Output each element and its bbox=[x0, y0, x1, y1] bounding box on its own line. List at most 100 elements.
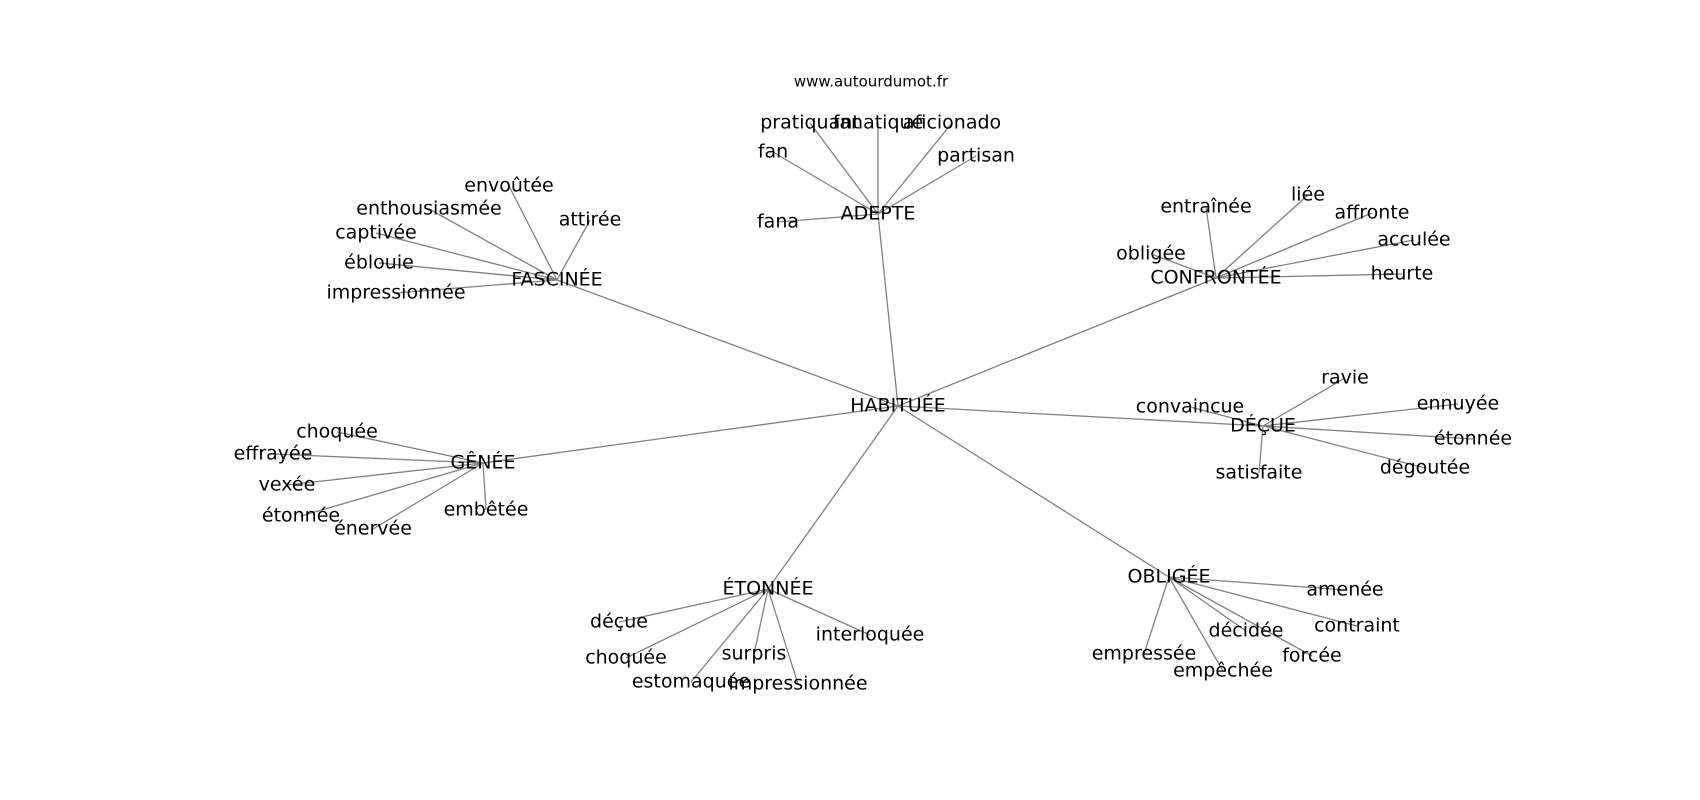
edge-group-to-word bbox=[1168, 576, 1313, 657]
edge-group-to-word bbox=[1168, 576, 1346, 591]
edge-group-to-word bbox=[1168, 576, 1358, 627]
related-word-node[interactable]: impressionnée bbox=[728, 673, 867, 695]
edge-center-to-group bbox=[556, 279, 899, 407]
edge-center-to-group bbox=[482, 405, 899, 464]
edge-group-to-word bbox=[1189, 406, 1264, 427]
edge-group-to-word bbox=[1215, 273, 1403, 279]
edge-group-to-word bbox=[375, 232, 558, 281]
edge-group-to-word bbox=[753, 588, 769, 655]
edge-center-to-group bbox=[767, 405, 899, 590]
edge-group-to-word bbox=[272, 453, 484, 464]
edge-group-to-word bbox=[877, 122, 953, 215]
edge-group-to-word bbox=[1205, 206, 1217, 279]
group-word-node[interactable]: ÉTONNÉE bbox=[722, 577, 813, 600]
edge-group-to-word bbox=[625, 588, 769, 659]
related-word-node[interactable]: obligée bbox=[1116, 243, 1186, 265]
source-url: www.autourdumot.fr bbox=[794, 73, 949, 91]
edge-group-to-word bbox=[1262, 425, 1474, 440]
related-word-node[interactable]: estomaquée bbox=[632, 671, 750, 693]
related-word-node[interactable]: ravie bbox=[1321, 367, 1369, 389]
related-word-node[interactable]: entraînée bbox=[1160, 196, 1251, 218]
related-word-node[interactable]: étonnée bbox=[1434, 428, 1512, 450]
edge-group-to-word bbox=[772, 151, 879, 215]
group-word-node[interactable]: FASCINÉE bbox=[511, 268, 602, 291]
group-word-node[interactable]: DÉÇUE bbox=[1230, 414, 1296, 437]
edge-center-to-group bbox=[877, 213, 899, 407]
group-word-node[interactable]: ADEPTE bbox=[841, 203, 916, 225]
related-word-node[interactable]: interloquée bbox=[816, 624, 925, 646]
edge-group-to-word bbox=[1143, 576, 1170, 655]
graph-edges bbox=[272, 122, 1474, 685]
related-word-node[interactable]: empêchée bbox=[1173, 660, 1273, 682]
related-word-node[interactable]: amenée bbox=[1306, 579, 1383, 601]
edge-group-to-word bbox=[1168, 576, 1247, 632]
edge-group-to-word bbox=[378, 262, 558, 281]
related-word-node[interactable]: énervée bbox=[334, 518, 412, 540]
related-word-node[interactable]: forcée bbox=[1282, 645, 1342, 667]
group-word-node[interactable]: GÊNÉE bbox=[451, 451, 516, 474]
edge-group-to-word bbox=[395, 279, 558, 294]
related-word-node[interactable]: attirée bbox=[559, 209, 622, 231]
related-word-node[interactable]: liée bbox=[1291, 184, 1325, 206]
edge-group-to-word bbox=[767, 588, 799, 685]
edge-group-to-word bbox=[1262, 403, 1459, 427]
related-word-node[interactable]: choquée bbox=[585, 647, 667, 669]
related-word-node[interactable]: effrayée bbox=[234, 443, 313, 465]
edge-center-to-group bbox=[897, 277, 1217, 407]
related-word-node[interactable]: ennuyée bbox=[1417, 393, 1499, 415]
related-word-node[interactable]: convaincue bbox=[1136, 396, 1245, 418]
related-word-node[interactable]: fanatique bbox=[833, 112, 924, 134]
edge-group-to-word bbox=[1168, 576, 1224, 672]
edge-group-to-word bbox=[556, 219, 591, 281]
edge-group-to-word bbox=[1262, 377, 1346, 427]
related-word-node[interactable]: déçue bbox=[590, 611, 648, 633]
edge-group-to-word bbox=[1262, 425, 1426, 469]
related-word-node[interactable]: enthousiasmée bbox=[356, 198, 502, 220]
related-word-node[interactable]: dégoutée bbox=[1380, 457, 1470, 479]
related-word-node[interactable]: captivée bbox=[335, 222, 417, 244]
edge-group-to-word bbox=[777, 213, 879, 223]
edge-group-to-word bbox=[300, 462, 484, 517]
edge-group-to-word bbox=[482, 462, 487, 511]
edge-center-to-group bbox=[897, 405, 1264, 427]
edge-group-to-word bbox=[809, 122, 879, 215]
related-word-node[interactable]: pratiquant bbox=[760, 112, 859, 134]
related-word-node[interactable]: embêtée bbox=[444, 499, 529, 521]
edge-group-to-word bbox=[1150, 253, 1217, 279]
related-word-node[interactable]: vexée bbox=[259, 474, 316, 496]
edge-group-to-word bbox=[1215, 239, 1415, 279]
edge-group-to-word bbox=[1258, 425, 1264, 474]
edge-group-to-word bbox=[508, 185, 558, 281]
edge-group-to-word bbox=[690, 588, 769, 683]
edge-group-to-word bbox=[428, 208, 558, 281]
related-word-node[interactable]: affronte bbox=[1335, 202, 1410, 224]
group-word-node[interactable]: CONFRONTÉE bbox=[1150, 266, 1281, 289]
related-word-node[interactable]: envoûtée bbox=[464, 175, 553, 197]
related-word-node[interactable]: éblouie bbox=[344, 252, 414, 274]
related-word-node[interactable]: choquée bbox=[296, 421, 378, 443]
center-word-node[interactable]: HABITUÉE bbox=[850, 394, 945, 417]
related-word-node[interactable]: heurte bbox=[1371, 263, 1434, 285]
related-word-node[interactable]: surpris bbox=[722, 643, 787, 665]
edge-group-to-word bbox=[618, 588, 769, 623]
related-word-node[interactable]: acculée bbox=[1377, 229, 1450, 251]
edge-group-to-word bbox=[1215, 212, 1373, 279]
edge-group-to-word bbox=[372, 462, 484, 530]
group-word-node[interactable]: OBLIGÉE bbox=[1128, 565, 1211, 588]
edge-center-to-group bbox=[897, 405, 1170, 578]
related-word-node[interactable]: partisan bbox=[937, 145, 1015, 167]
edge-group-to-word bbox=[336, 431, 484, 464]
related-word-node[interactable]: empressée bbox=[1092, 643, 1197, 665]
related-word-node[interactable]: contraint bbox=[1314, 615, 1400, 637]
related-word-node[interactable]: fan bbox=[758, 141, 788, 163]
related-word-node[interactable]: aficionado bbox=[903, 112, 1001, 134]
related-word-node[interactable]: impressionnée bbox=[326, 282, 465, 304]
related-word-node[interactable]: fana bbox=[757, 211, 799, 233]
related-word-node[interactable]: étonnée bbox=[262, 505, 340, 527]
edge-group-to-word bbox=[767, 588, 871, 636]
edge-group-to-word bbox=[286, 462, 484, 486]
related-word-node[interactable]: décidée bbox=[1209, 620, 1284, 642]
related-word-node[interactable]: satisfaite bbox=[1216, 462, 1303, 484]
edge-group-to-word bbox=[877, 155, 977, 215]
